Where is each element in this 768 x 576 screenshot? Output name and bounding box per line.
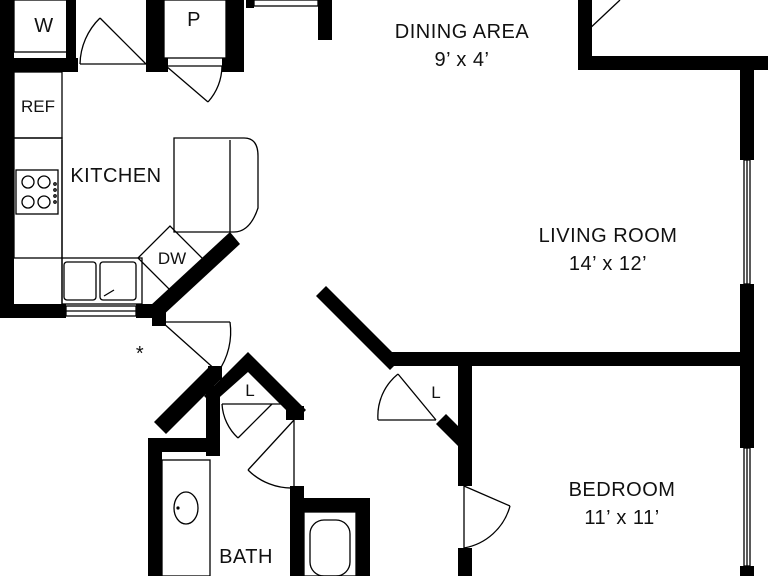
pantry [163, 0, 227, 59]
windows [65, 0, 751, 567]
living-diagonal-wall [316, 286, 400, 370]
dining-area-size: 9’ x 4’ [434, 49, 489, 71]
bath-label: BATH [219, 546, 273, 568]
bedroom-left-wall-bottom [458, 548, 472, 576]
pantry-corner [146, 58, 168, 72]
top-right-wall [578, 56, 768, 70]
left-exterior-wall [0, 0, 14, 318]
kitchen-peninsula [173, 137, 259, 233]
laundry-door-icon[interactable] [79, 17, 147, 65]
pantry-door-icon[interactable] [165, 65, 223, 103]
kitchen-sink-icon [63, 261, 137, 301]
bath-inner-wall [206, 386, 220, 456]
bedroom-top-wall [388, 352, 754, 366]
bath-left-wall [148, 438, 162, 576]
doors [79, 0, 621, 549]
bedroom-size: 11’ x 11’ [584, 507, 659, 529]
bath-sink-icon [161, 459, 211, 576]
top-right-wall-stub [578, 0, 592, 70]
bedroom-label: BEDROOM [569, 479, 676, 501]
tub-top-wall [290, 498, 370, 512]
asterisk-mark: * [136, 343, 144, 365]
bedroom-left-wall [458, 352, 472, 486]
bedroom-closet-door-icon[interactable] [377, 373, 437, 421]
linen-closet-door-icon[interactable] [221, 403, 286, 439]
bathtub-icon [303, 511, 357, 576]
linen-wall-end [286, 406, 304, 420]
laundry-side-wall [66, 0, 76, 70]
laundry-wall [0, 58, 78, 72]
bedroom-closet-label: L [431, 383, 440, 402]
refrigerator-label: REF [21, 97, 55, 116]
closet-door-top-right-icon[interactable] [583, 0, 621, 33]
dishwasher [137, 225, 207, 295]
pantry-left-wall [146, 0, 164, 72]
right-exterior-wall-3 [740, 566, 754, 576]
entry-window [253, 0, 319, 7]
kitchen-bottom-wall [0, 304, 66, 318]
pantry-corner-right [222, 58, 244, 72]
entry-wall-stub [318, 0, 332, 40]
pantry-label: P [187, 9, 201, 31]
kitchen-label: KITCHEN [70, 165, 161, 187]
bath-door-post [208, 366, 222, 380]
entry-door-icon[interactable] [161, 321, 232, 373]
right-exterior-wall-1 [740, 70, 754, 160]
tub-right-wall [356, 498, 370, 576]
bath-diagonal-wall-left [154, 366, 222, 434]
pantry-right-wall [226, 0, 244, 72]
fixtures [13, 0, 357, 576]
linen-closet-label: L [245, 381, 254, 400]
living-room-size: 14’ x 12’ [569, 253, 647, 275]
bath-top-wall [148, 438, 220, 452]
linen-roof-wall [204, 352, 306, 420]
bath-door-icon[interactable] [247, 419, 295, 489]
kitchen-counter-bottom [61, 257, 143, 305]
kitchen-diagonal-wall [150, 232, 240, 318]
dining-area-label: DINING AREA [395, 21, 530, 43]
kitchen-counter-left [13, 137, 63, 259]
labels: DINING AREA 9’ x 4’ LIVING ROOM 14’ x 12… [21, 9, 677, 568]
washer [13, 0, 71, 53]
bedroom-door-icon[interactable] [463, 485, 511, 549]
stove-icon [15, 169, 59, 215]
dishwasher-label: DW [158, 249, 186, 268]
washer-label: W [34, 15, 53, 37]
living-room-label: LIVING ROOM [539, 225, 678, 247]
entry-wall-top [246, 0, 254, 8]
